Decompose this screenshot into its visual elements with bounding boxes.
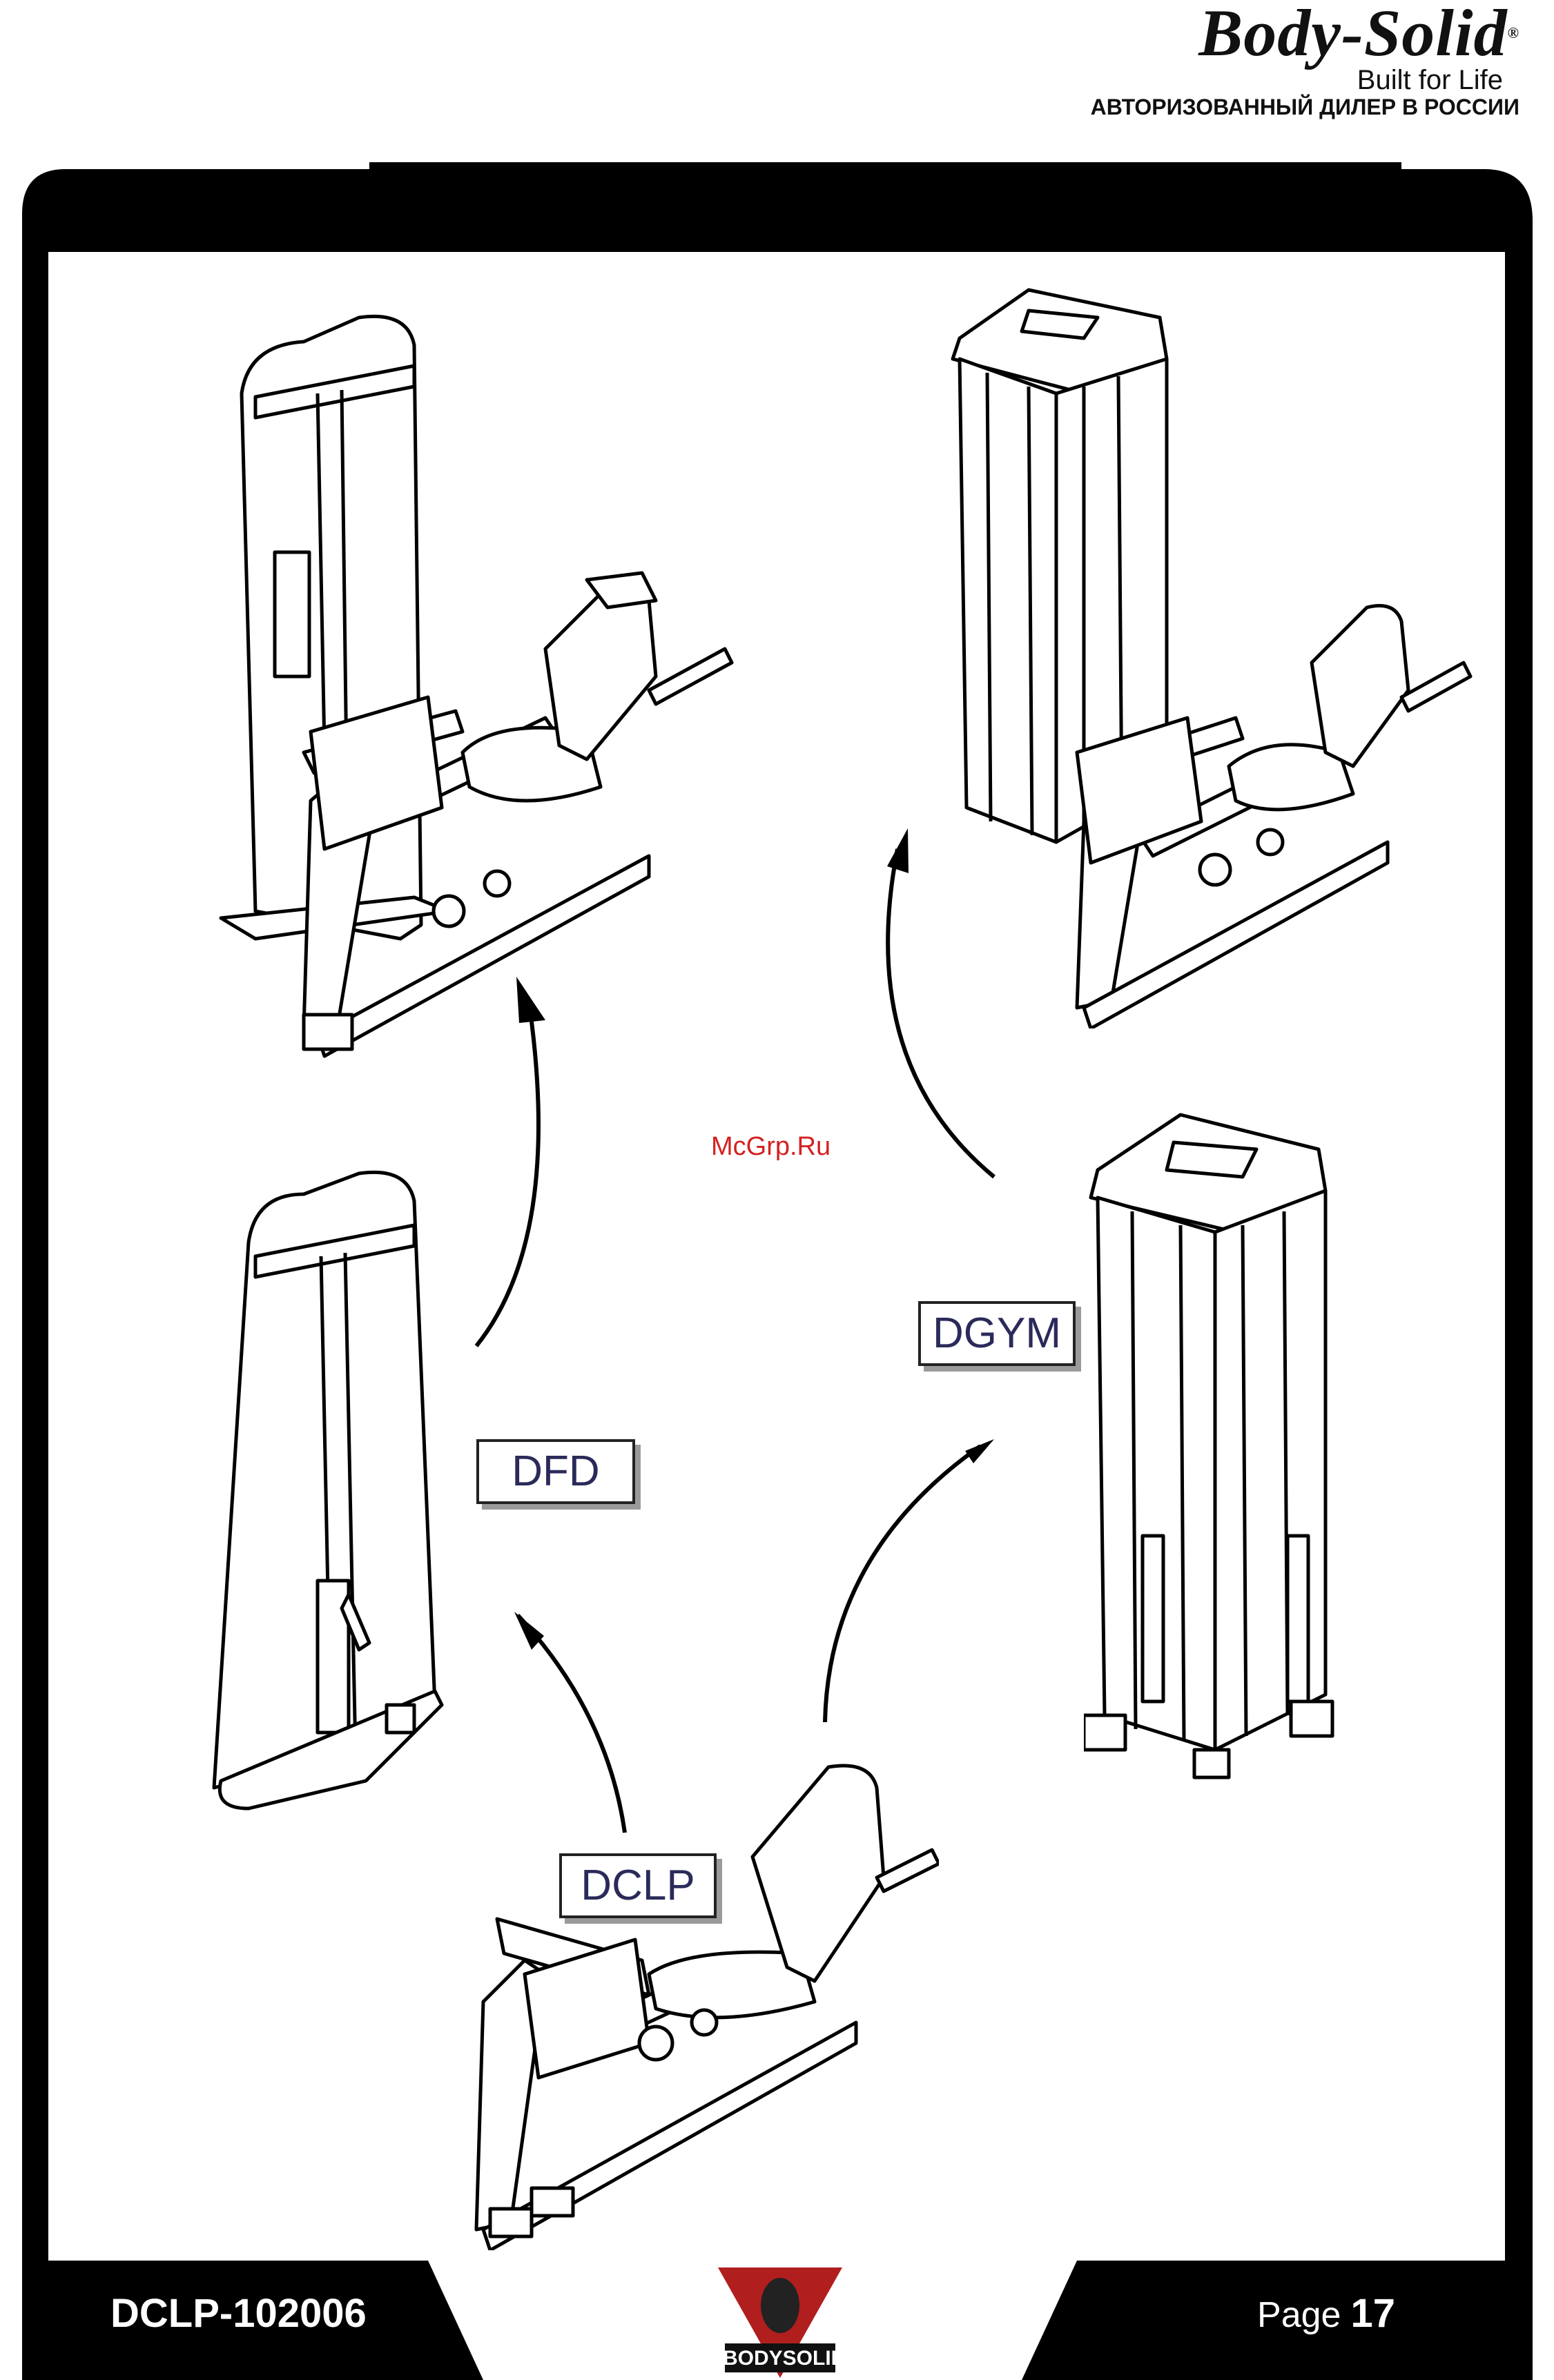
doc-code: DCLP-102006 — [110, 2290, 367, 2337]
emblem-text: BODYSOLID — [723, 2347, 837, 2370]
dclp-leg-press-illustration — [442, 1753, 939, 2250]
label-dfd: DFD — [476, 1439, 635, 1504]
label-dclp: DCLP — [559, 1853, 717, 1918]
label-dgym: DGYM — [918, 1301, 1076, 1366]
dgym-tower-illustration — [1084, 1108, 1360, 1784]
page-number: 17 — [1350, 2291, 1395, 2336]
dgym-dclp-machine-illustration — [939, 283, 1491, 1028]
watermark-text: McGrp.Ru — [711, 1132, 831, 1162]
dfd-dclp-machine-illustration — [200, 304, 752, 1070]
dfd-tower-illustration — [207, 1167, 469, 1829]
page-label: Page — [1257, 2295, 1341, 2335]
